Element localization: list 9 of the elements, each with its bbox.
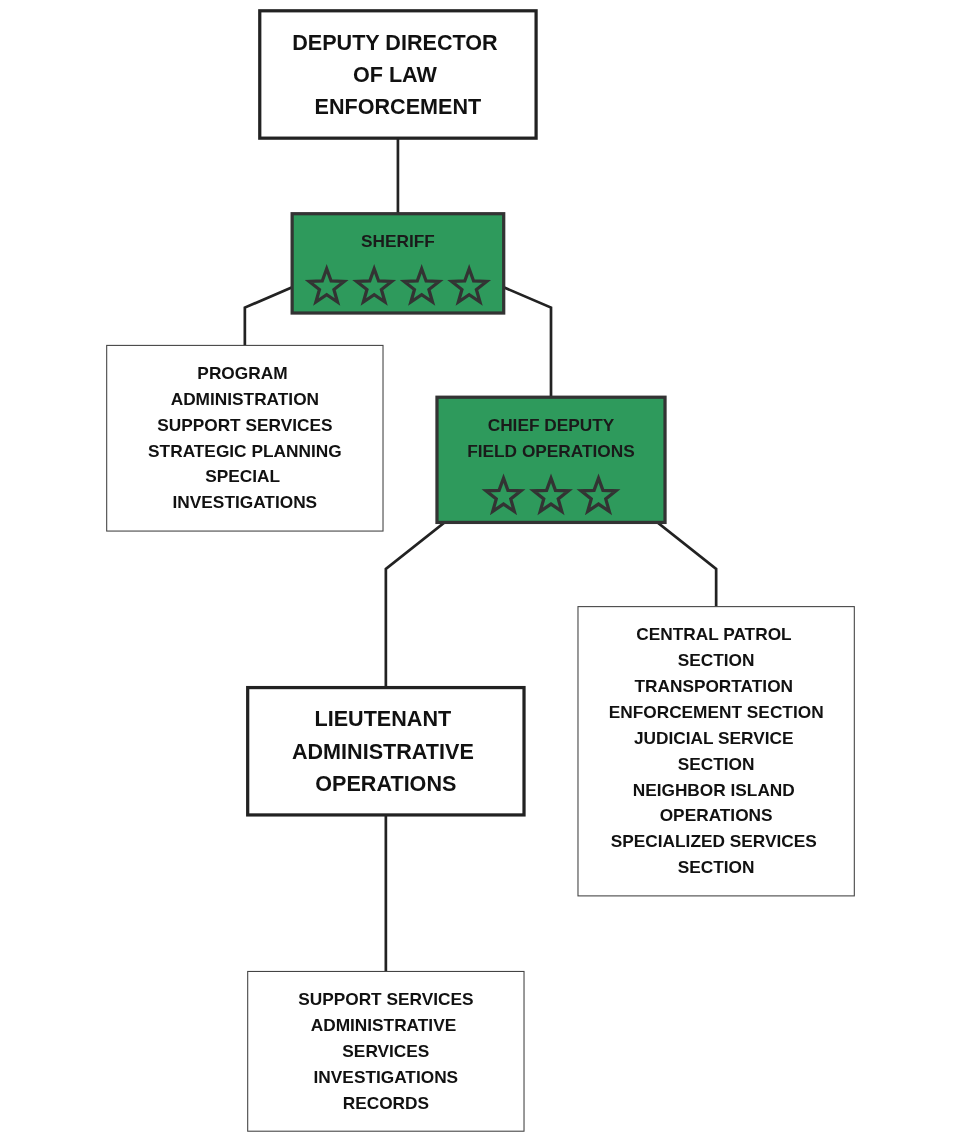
node-box: PROGRAM ADMINISTRATION SUPPORT SERVICES STRATEGIC PLANNING SPECIAL INVESTIGATIONS — [106, 344, 384, 532]
node-box: CHIEF DEPUTY FIELD OPERATIONS — [435, 395, 667, 525]
connector — [396, 138, 400, 214]
node-box: SHERIFF — [290, 212, 506, 315]
connector — [384, 814, 388, 972]
node-box: DEPUTY DIRECTOR OF LAW ENFORCEMENT — [258, 9, 538, 140]
node-box: LIEUTENANT ADMINISTRATIVE OPERATIONS — [246, 685, 526, 817]
node-box: CENTRAL PATROL SECTION TRANSPORTATION ENFORCEMENT SECTION JUDICIAL SERVICE SECTION NEIGHBOR ISLAND OPERATIONS SPECIALIZED SERVICES SECTION — [577, 606, 855, 897]
node-box: SUPPORT SERVICES ADMINISTRATIVE SERVICES INVESTIGATIONS RECORDS — [247, 970, 525, 1132]
